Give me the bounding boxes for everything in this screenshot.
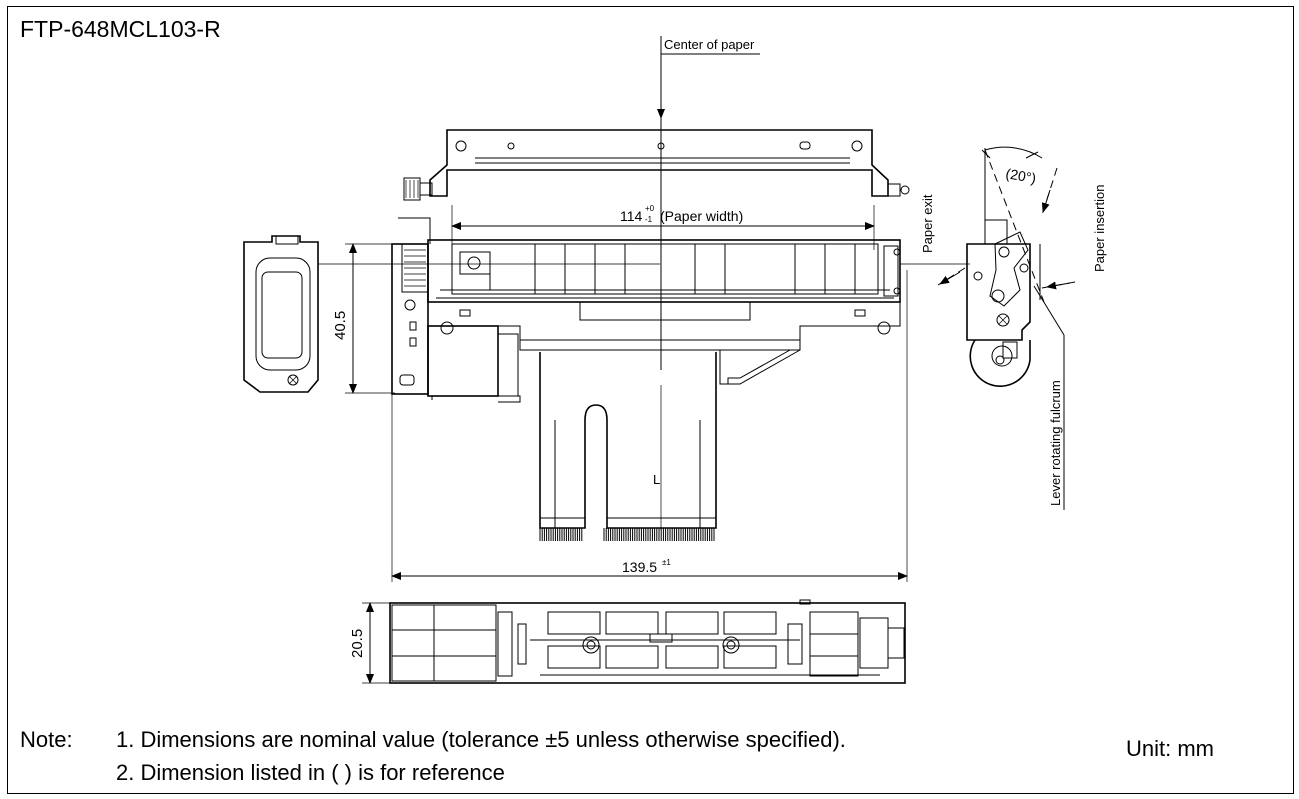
- right-side-view: [900, 146, 1076, 510]
- cable-mark-L: L: [653, 472, 660, 487]
- unit-label: Unit: mm: [1126, 736, 1214, 761]
- paper-width-text: (Paper width): [660, 208, 743, 224]
- center-of-paper-label: Center of paper: [664, 37, 755, 52]
- platen-bracket: [403, 129, 910, 201]
- center-of-paper-line: [657, 36, 760, 530]
- height-front-dimension: [345, 243, 395, 394]
- front-view-mechanism: [391, 217, 901, 529]
- lever-fulcrum-label: Lever rotating fulcrum: [1048, 380, 1063, 506]
- paper-width-dimension: [451, 205, 875, 250]
- height-bottom-value: 20.5: [349, 629, 366, 658]
- paper-width-value: 114: [620, 208, 643, 224]
- note-item-1: 1. Dimensions are nominal value (toleran…: [116, 727, 846, 752]
- cable-contacts: [539, 528, 715, 541]
- height-front-value: 40.5: [332, 311, 349, 340]
- paper-exit-label: Paper exit: [920, 194, 935, 253]
- paper-width-tol-lower: -1: [645, 215, 653, 224]
- model-title: FTP-648MCL103-R: [20, 16, 221, 42]
- length-dimension: [391, 270, 908, 582]
- angle-label: (20°): [1004, 165, 1037, 186]
- left-side-view: [243, 235, 660, 393]
- drawing-frame: [7, 6, 1294, 794]
- paper-insertion-label: Paper insertion: [1092, 185, 1107, 272]
- height-bottom-dimension: [362, 602, 390, 684]
- paper-width-tol-upper: +0: [645, 204, 655, 213]
- length-tolerance: ±1: [662, 558, 671, 567]
- note-item-2: 2. Dimension listed in ( ) is for refere…: [116, 760, 505, 785]
- length-value: 139.5: [622, 559, 657, 575]
- bottom-view: [389, 599, 906, 684]
- note-label: Note:: [20, 727, 73, 752]
